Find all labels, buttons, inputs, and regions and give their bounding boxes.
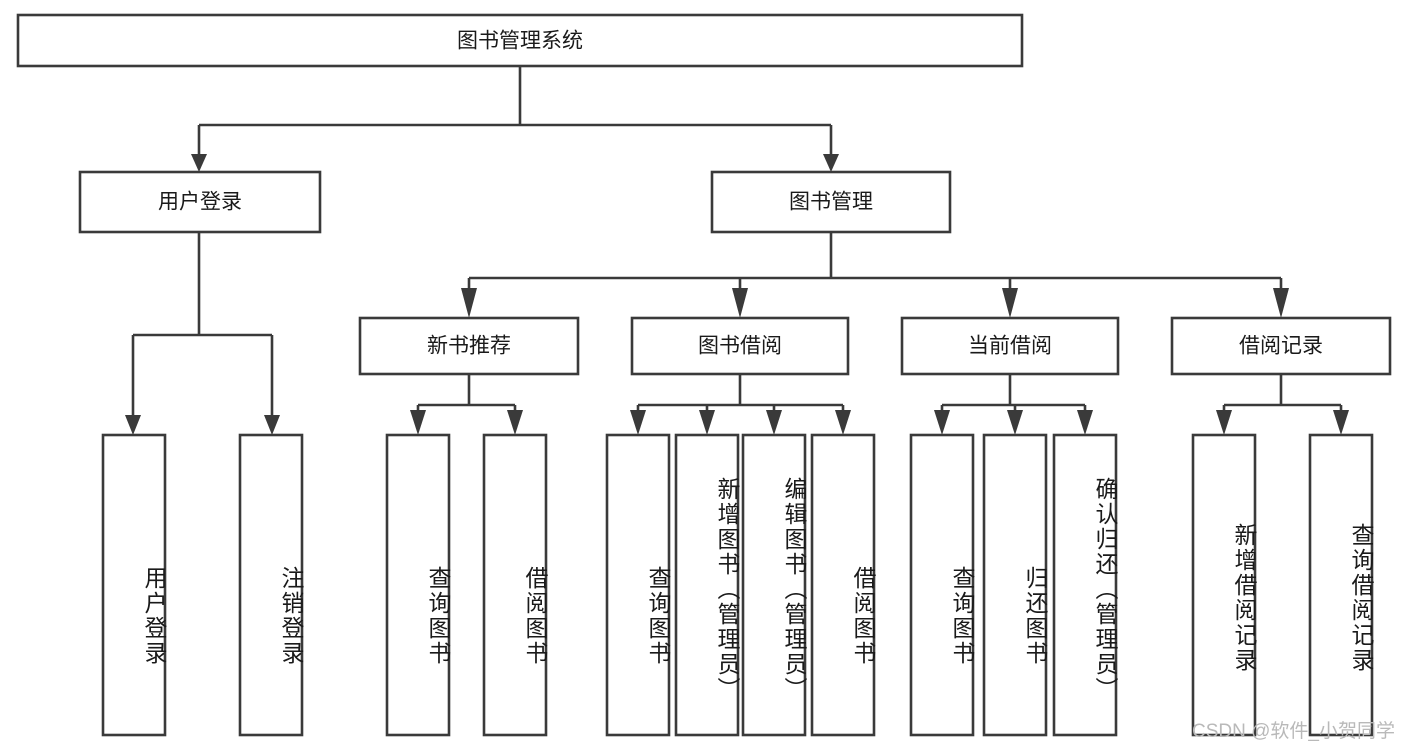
node-box-leaf-query-book-current[interactable] [909,433,975,737]
arrow-head-leaf-query-book-current [934,410,950,435]
node-box-leaf-query-book-rec[interactable] [385,433,451,737]
node-label-leaf-query-borrow-record: 查询借阅记录 [1348,522,1374,673]
node-box-leaf-query-book-borrow[interactable] [605,433,671,737]
node-label-leaf-add-book-admin: 新增图书（管理员） [714,476,740,702]
arrow-head-leaf-borrow-book [835,410,851,435]
node-label-leaf-query-book-current: 查询图书 [949,566,975,666]
node-label-book-manage: 图书管理 [789,191,873,214]
arrow-head-leaf-user-login [125,415,141,435]
node-label-leaf-borrow-book-rec: 借阅图书 [522,566,548,666]
node-label-borrow-record: 借阅记录 [1239,335,1323,358]
arrow-head-bookmanage [823,154,839,172]
arrow-head-leaf-edit-book-admin [766,410,782,435]
connector-group-root [191,66,839,172]
node-label-leaf-query-book-rec: 查询图书 [425,566,451,666]
node-label-leaf-confirm-return-admin: 确认归还（管理员） [1092,476,1118,702]
arrow-head-leaf-borrow-book-rec [507,410,523,435]
node-box-leaf-borrow-book[interactable] [810,433,876,737]
node-box-user-login[interactable] [78,170,322,234]
connector-group-user-login [125,232,280,435]
node-box-leaf-return-book[interactable] [982,433,1048,737]
node-label-leaf-add-borrow-record: 新增借阅记录 [1231,522,1257,673]
arrow-head-current-borrow [1002,288,1018,318]
connector-group-current-borrow [934,374,1093,435]
arrow-head-leaf-confirm-return-admin [1077,410,1093,435]
csdn-watermark: CSDN @软件_小贺同学 [1192,721,1395,742]
node-box-leaf-query-borrow-record[interactable] [1308,433,1374,737]
arrow-head-leaf-add-borrow-record [1216,410,1232,435]
node-box-borrow-record[interactable] [1170,316,1392,376]
node-label-leaf-borrow-book: 借阅图书 [850,566,876,666]
arrow-head-leaf-query-book-rec [410,410,426,435]
node-box-leaf-borrow-book-rec[interactable] [482,433,548,737]
arrow-head-new-book-recommend [461,288,477,318]
node-box-leaf-confirm-return-admin[interactable] [1052,433,1118,737]
node-label-leaf-return-book: 归还图书 [1022,566,1048,666]
arrow-head-borrow-record [1273,288,1289,318]
node-label-leaf-edit-book-admin: 编辑图书（管理员） [781,476,807,702]
connector-group-new-book-recommend [410,374,523,435]
node-box-book-borrow[interactable] [630,316,850,376]
node-box-leaf-add-book-admin[interactable] [674,433,740,737]
connector-group-book-manage [461,232,1289,318]
arrow-head-userlogin [191,154,207,172]
arrow-head-leaf-query-borrow-record [1333,410,1349,435]
arrow-head-leaf-query-book-borrow [630,410,646,435]
arrow-head-book-borrow [732,288,748,318]
node-label-book-borrow: 图书借阅 [698,335,782,358]
node-box-leaf-logout[interactable] [238,433,304,737]
connector-group-book-borrow [630,374,851,435]
node-box-new-book-recommend[interactable] [358,316,580,376]
arrow-head-leaf-return-book [1007,410,1023,435]
node-box-leaf-edit-book-admin[interactable] [741,433,807,737]
node-label-user-login: 用户登录 [158,191,242,214]
node-box-leaf-add-borrow-record[interactable] [1191,433,1257,737]
node-label-root: 图书管理系统 [457,30,583,53]
node-label-leaf-logout: 注销登录 [278,566,304,666]
connector-group-borrow-record [1216,374,1349,435]
arrow-head-leaf-logout [264,415,280,435]
node-label-current-borrow: 当前借阅 [968,335,1052,358]
node-label-new-book-recommend: 新书推荐 [427,335,511,358]
node-label-leaf-query-book-borrow: 查询图书 [645,566,671,666]
arrow-head-leaf-add-book-admin [699,410,715,435]
node-box-leaf-user-login[interactable] [101,433,167,737]
node-box-root[interactable] [16,13,1024,68]
node-box-current-borrow[interactable] [900,316,1120,376]
node-box-book-manage[interactable] [710,170,952,234]
node-label-leaf-user-login: 用户登录 [141,566,167,666]
